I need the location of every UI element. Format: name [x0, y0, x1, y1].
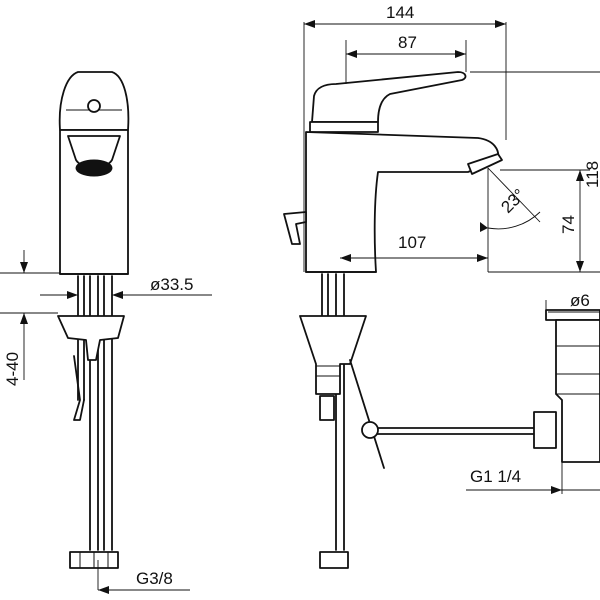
front-mounting-bracket	[57, 315, 125, 361]
side-threaded-rod	[321, 273, 329, 317]
front-aerator-outlet	[75, 159, 113, 177]
side-cartridge-cap	[309, 121, 379, 133]
front-view	[57, 71, 130, 569]
waste-body	[555, 319, 600, 463]
pivot-ball	[361, 421, 379, 439]
mounting-thickness-label: 4-40	[3, 352, 22, 386]
pivot-rod	[365, 427, 535, 435]
side-view	[283, 71, 600, 569]
front-bracket-nut	[73, 355, 85, 421]
side-spout-tip	[467, 153, 503, 175]
side-mixer-body	[305, 131, 500, 273]
waste-pivot-nut	[533, 411, 557, 449]
popup-rod	[349, 359, 385, 469]
side-lever-handle	[311, 71, 467, 123]
spout-angle-label: 23°	[497, 185, 529, 217]
side-bracket-nut	[319, 395, 335, 421]
side-mounting-bracket	[299, 315, 367, 395]
base-diameter-label: ø33.5	[150, 275, 193, 294]
front-handle-indicator	[87, 99, 101, 113]
total-height-label: 118	[583, 161, 600, 188]
side-popup-lever	[283, 211, 307, 245]
spout-reach-top-label: 87	[398, 33, 417, 52]
overall-length-label: 144	[386, 3, 414, 22]
waste-diameter-label: ø6	[570, 291, 590, 310]
waste-plug	[545, 309, 600, 321]
spout-height-label: 74	[559, 215, 578, 234]
side-hose-connector	[319, 551, 349, 569]
supply-thread-label: G3/8	[136, 569, 173, 588]
side-dimensions: 144 87 118 74 107 23° ø6 G1 1/4	[303, 3, 600, 494]
waste-thread-label: G1 1/4	[470, 467, 521, 486]
front-dimensions: 4-40 ø33.5 G3/8	[0, 250, 212, 594]
spout-reach-bottom-label: 107	[398, 233, 426, 252]
